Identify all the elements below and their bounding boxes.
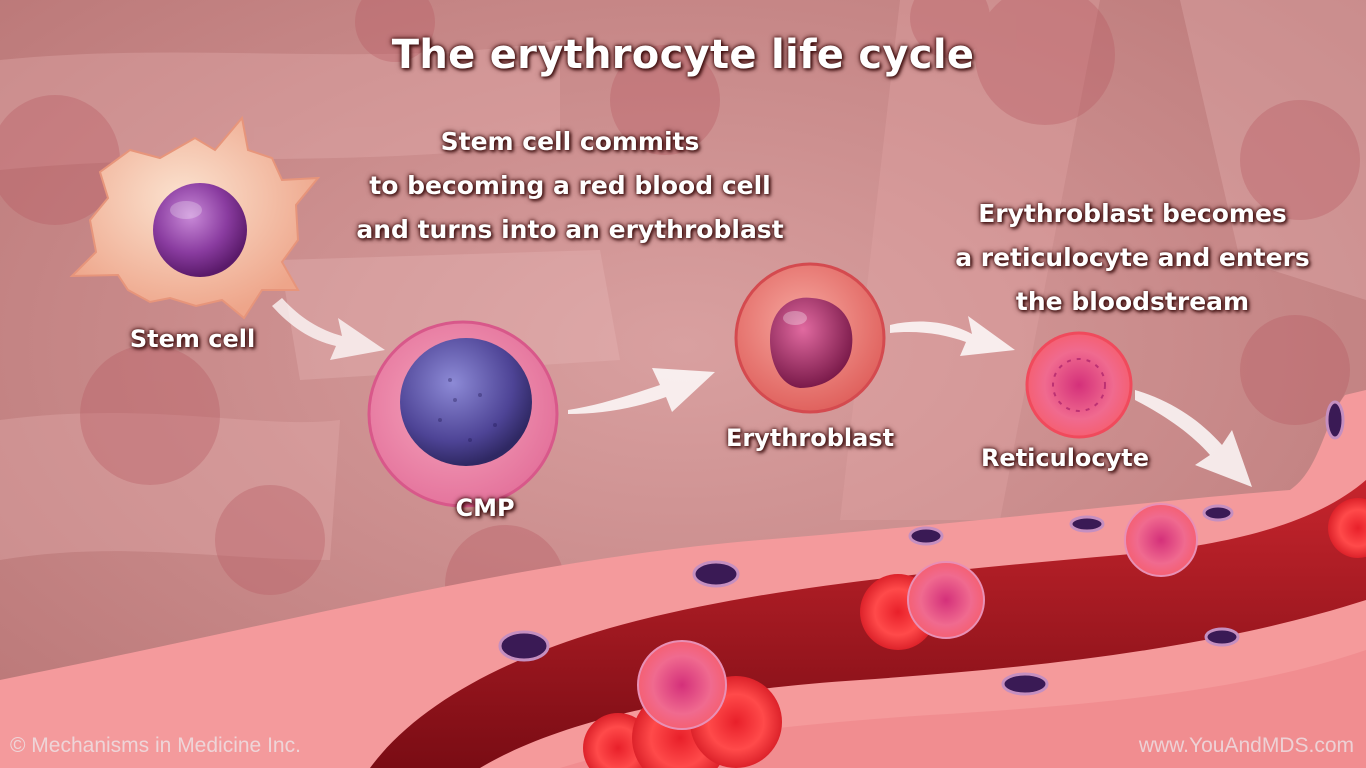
caption-reticulocyte-line-1: Erythroblast becomes: [978, 199, 1287, 228]
caption-commit-line-2: to becoming a red blood cell: [369, 171, 771, 200]
caption-commit-line-1: Stem cell commits: [440, 127, 700, 156]
reticulocyte-cell-graphic: [1025, 331, 1133, 439]
cmp-cell-graphic: [367, 320, 559, 508]
caption-reticulocyte-line-3: the bloodstream: [1015, 287, 1250, 316]
page-title: The erythrocyte life cycle: [391, 32, 975, 78]
label-cmp: CMP: [455, 494, 515, 522]
erythroblast-cell-graphic: [734, 262, 886, 414]
caption-commit-line-3: and turns into an erythroblast: [356, 215, 784, 244]
label-stem-cell: Stem cell: [129, 325, 256, 353]
label-erythroblast: Erythroblast: [725, 424, 895, 452]
label-reticulocyte: Reticulocyte: [980, 444, 1150, 472]
copyright-notice: © Mechanisms in Medicine Inc.: [10, 734, 301, 757]
stem-cell-graphic: [69, 115, 321, 320]
website-link: www.YouAndMDS.com: [1138, 734, 1354, 757]
caption-reticulocyte: Erythroblast becomes a reticulocyte and …: [905, 192, 1360, 324]
caption-commit: Stem cell commits to becoming a red bloo…: [310, 120, 830, 252]
blood-vessel-graphic: [0, 390, 1366, 768]
caption-reticulocyte-line-2: a reticulocyte and enters: [955, 243, 1310, 272]
